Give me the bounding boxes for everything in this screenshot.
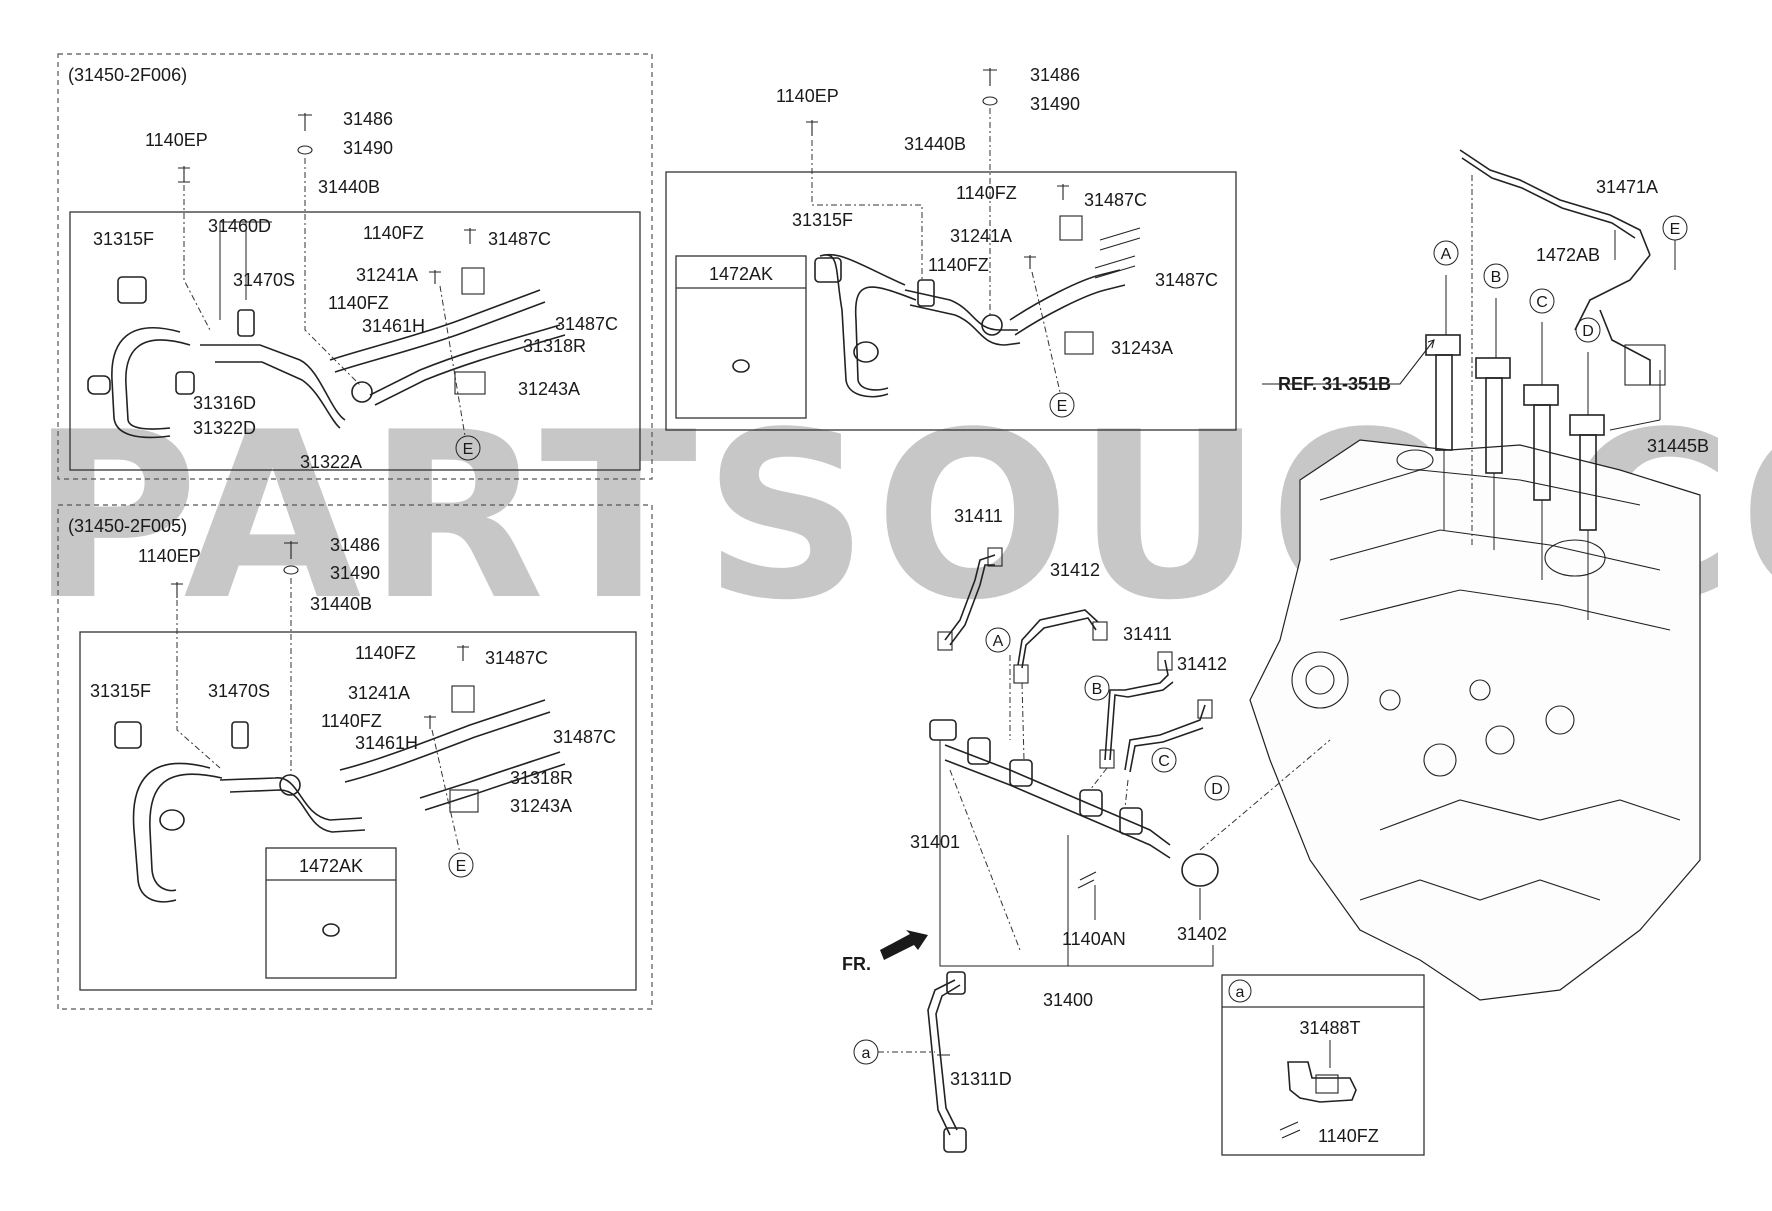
part-31322A[interactable]: 31322A: [300, 452, 362, 472]
part-1140FZ[interactable]: 1140FZ: [355, 643, 416, 663]
part-31243A[interactable]: 31243A: [510, 796, 572, 816]
fuel-line-31311d: [878, 971, 967, 1153]
part-31471A[interactable]: 31471A: [1596, 177, 1658, 197]
part-31315F[interactable]: 31315F: [90, 681, 151, 701]
injector-a: [1425, 334, 1461, 530]
clip-icon: [732, 359, 750, 373]
part-31461H[interactable]: 31461H: [362, 316, 425, 336]
ref-marker-e: E: [1057, 398, 1068, 415]
part-31470S[interactable]: 31470S: [208, 681, 270, 701]
part-1140FZ[interactable]: 1140FZ: [928, 255, 989, 275]
part-31402[interactable]: 31402: [1177, 924, 1227, 944]
part-31412[interactable]: 31412: [1050, 560, 1100, 580]
ref-marker-a: A: [1441, 246, 1452, 263]
clip-icon: [322, 923, 340, 937]
part-31487C[interactable]: 31487C: [488, 229, 551, 249]
part-31311D[interactable]: 31311D: [950, 1069, 1012, 1089]
part-31440B[interactable]: 31440B: [318, 177, 380, 197]
detail-box-a: a 31488T 1140FZ: [1221, 974, 1425, 1156]
injectors: [1425, 149, 1666, 620]
ref-marker-small-a: a: [862, 1045, 871, 1062]
part-31440B[interactable]: 31440B: [310, 594, 372, 614]
part-31241A[interactable]: 31241A: [348, 683, 410, 703]
part-31318R[interactable]: 31318R: [523, 336, 586, 356]
part-1140FZ[interactable]: 1140FZ: [328, 293, 389, 313]
injector-d: [1569, 414, 1605, 620]
part-31470S[interactable]: 31470S: [233, 270, 295, 290]
part-1140FZ[interactable]: 1140FZ: [1318, 1126, 1379, 1146]
fuel-hose-assembly-2f006: [87, 113, 566, 439]
part-31460D[interactable]: 31460D: [208, 216, 271, 236]
part-1472AK[interactable]: 1472AK: [299, 856, 363, 876]
engine-block: [1249, 439, 1701, 1001]
part-31440B[interactable]: 31440B: [904, 134, 966, 154]
ref-marker-c: C: [1158, 753, 1170, 770]
part-31445B[interactable]: 31445B: [1647, 436, 1709, 456]
ref-marker-d: D: [1582, 323, 1594, 340]
injector-b: [1475, 357, 1511, 550]
part-31486[interactable]: 31486: [330, 535, 380, 555]
fuel-hose-assembly-center: [806, 68, 1141, 398]
fuel-hose-assembly-2f005: [114, 541, 566, 903]
injector-c: [1523, 384, 1559, 580]
part-31461H[interactable]: 31461H: [355, 733, 418, 753]
hose-box-center: 1140EP 31486 31490 31440B 1140FZ 31487C …: [665, 65, 1237, 431]
part-31316D[interactable]: 31316D: [193, 393, 256, 413]
part-1140EP[interactable]: 1140EP: [138, 546, 201, 566]
part-31411[interactable]: 31411: [1123, 624, 1172, 644]
part-31487C[interactable]: 31487C: [1084, 190, 1147, 210]
part-31486[interactable]: 31486: [343, 109, 393, 129]
part-31315F[interactable]: 31315F: [93, 229, 154, 249]
detail-1472AK: [265, 847, 397, 979]
ref-marker-d: D: [1211, 781, 1223, 798]
high-pressure-pipes: [929, 547, 1331, 967]
variant-box-2f006: (31450-2F006) 1140EP 31486 31490 31440B …: [57, 53, 653, 480]
part-31487C[interactable]: 31487C: [553, 727, 616, 747]
part-1140FZ[interactable]: 1140FZ: [363, 223, 424, 243]
part-1140FZ[interactable]: 1140FZ: [956, 183, 1017, 203]
part-31243A[interactable]: 31243A: [518, 379, 580, 399]
part-31412[interactable]: 31412: [1177, 654, 1227, 674]
bracket-icon: [1287, 1061, 1357, 1103]
part-31400[interactable]: 31400: [1043, 990, 1093, 1010]
ref-marker-b: B: [1092, 681, 1103, 698]
ref-marker-b: B: [1491, 269, 1502, 286]
part-31486[interactable]: 31486: [1030, 65, 1080, 85]
ref-marker-e: E: [463, 441, 474, 458]
part-31322D[interactable]: 31322D: [193, 418, 256, 438]
part-31487C[interactable]: 31487C: [555, 314, 618, 334]
part-1472AK[interactable]: 1472AK: [709, 264, 773, 284]
part-31488T[interactable]: 31488T: [1299, 1018, 1360, 1038]
part-1140AN[interactable]: 1140AN: [1062, 929, 1126, 949]
variant-box-2f005: (31450-2F005) 1140EP 31486 31490 31440B …: [57, 504, 653, 1010]
part-31243A[interactable]: 31243A: [1111, 338, 1173, 358]
part-1140EP[interactable]: 1140EP: [776, 86, 839, 106]
ref-marker-e: E: [1670, 221, 1681, 238]
part-31487C[interactable]: 31487C: [1155, 270, 1218, 290]
ref-marker-c: C: [1536, 294, 1548, 311]
part-1472AB[interactable]: 1472AB: [1536, 245, 1600, 265]
part-1140EP[interactable]: 1140EP: [145, 130, 208, 150]
variant-label: (31450-2F006): [68, 65, 187, 85]
front-arrow-icon: [880, 930, 928, 960]
part-31401[interactable]: 31401: [910, 832, 960, 852]
part-31315F[interactable]: 31315F: [792, 210, 853, 230]
ref-marker-a: A: [993, 633, 1004, 650]
part-31411[interactable]: 31411: [954, 506, 1003, 526]
part-31241A[interactable]: 31241A: [356, 265, 418, 285]
part-31490[interactable]: 31490: [343, 138, 393, 158]
part-31490[interactable]: 31490: [330, 563, 380, 583]
part-31318R[interactable]: 31318R: [510, 768, 573, 788]
part-31490[interactable]: 31490: [1030, 94, 1080, 114]
variant-label: (31450-2F005): [68, 516, 187, 536]
ref-marker-e: E: [456, 858, 467, 875]
detail-1472AK: [675, 255, 807, 419]
detail-marker-a: a: [1236, 984, 1245, 1001]
front-label: FR.: [842, 954, 871, 974]
part-1140FZ[interactable]: 1140FZ: [321, 711, 382, 731]
part-31487C[interactable]: 31487C: [485, 648, 548, 668]
part-31241A[interactable]: 31241A: [950, 226, 1012, 246]
